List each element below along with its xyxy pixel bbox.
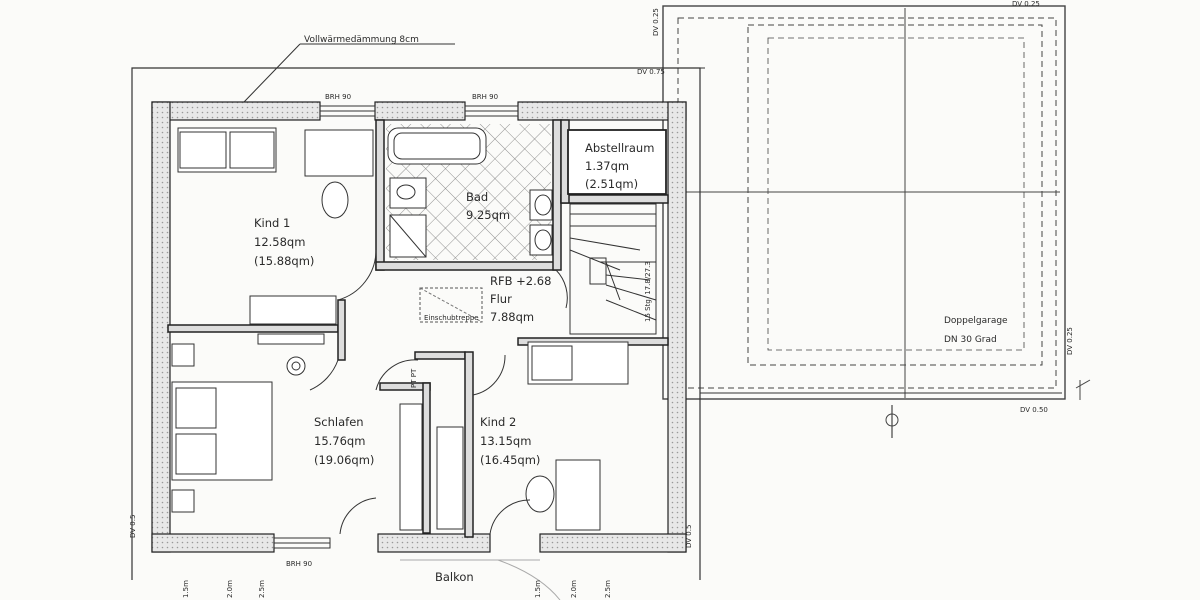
kind1-furniture xyxy=(177,127,374,345)
kind1-area-alt: (15.88qm) xyxy=(254,254,314,268)
garage xyxy=(662,5,1091,438)
dim-4: 1.5m xyxy=(534,580,542,598)
abstellraum-area-alt: (2.51qm) xyxy=(585,177,638,191)
staircase xyxy=(569,203,657,335)
bad-name: Bad xyxy=(466,190,488,204)
schlafen-furniture xyxy=(171,343,464,531)
dim-5: 2.0m xyxy=(570,580,578,598)
dim-3: 2.5m xyxy=(258,580,266,598)
window-label-3: BRH 90 xyxy=(286,560,312,568)
house-outline xyxy=(131,67,1062,580)
doors xyxy=(309,249,568,535)
attic-hatch-cross xyxy=(419,287,483,323)
flur-area: 7.88qm xyxy=(490,310,534,324)
windows xyxy=(273,105,519,549)
attic-hatch xyxy=(419,287,483,323)
exterior-walls xyxy=(151,101,687,553)
garage-name: Doppelgarage xyxy=(944,316,1008,326)
stairs-label: 15 Stg. 17.8/27.3 xyxy=(644,261,652,322)
dv-mid: DV 0.75 xyxy=(637,68,665,76)
kind2-name: Kind 2 xyxy=(480,415,516,429)
balkon-name: Balkon xyxy=(435,570,474,584)
dv-right-v: DV 0.25 xyxy=(1066,327,1074,355)
schlafen-area: 15.76qm xyxy=(314,434,365,448)
window-label-2: BRH 90 xyxy=(472,93,498,101)
insulation-leader xyxy=(243,43,455,103)
bath-fixtures xyxy=(387,127,553,258)
kind2-area-alt: (16.45qm) xyxy=(480,453,540,467)
dv-garage-bottom: DV 0.50 xyxy=(1020,406,1048,414)
flur-name: Flur xyxy=(490,292,512,306)
balcony xyxy=(400,559,561,600)
window-label-1: BRH 90 xyxy=(325,93,351,101)
kind2-furniture xyxy=(525,341,629,531)
insulation-label: Vollwärmedämmung 8cm xyxy=(304,35,419,45)
abstellraum-area: 1.37qm xyxy=(585,159,629,173)
pt-label: PT PT xyxy=(410,368,418,388)
dim-6: 2.5m xyxy=(604,580,612,598)
dv-top: DV 0.25 xyxy=(1012,0,1040,8)
dv-top-left-v: DV 0.25 xyxy=(652,8,660,36)
storage-room-box xyxy=(567,129,667,195)
schlafen-name: Schlafen xyxy=(314,415,364,429)
dv-left-v: DV 0.5 xyxy=(129,515,137,538)
kind1-area: 12.58qm xyxy=(254,235,305,249)
dim-2: 2.0m xyxy=(226,580,234,598)
bad-area: 9.25qm xyxy=(466,208,510,222)
abstellraum-name: Abstellraum xyxy=(585,141,654,155)
kind1-name: Kind 1 xyxy=(254,216,290,230)
dv-right-house-v: DV 0.5 xyxy=(685,525,693,548)
flur-rfb: RFB +2.68 xyxy=(490,274,551,288)
schlafen-area-alt: (19.06qm) xyxy=(314,453,374,467)
attic-hatch-label: Einschubtreppe xyxy=(424,314,479,322)
dim-1: 1.5m xyxy=(182,580,190,598)
kind2-area: 13.15qm xyxy=(480,434,531,448)
garage-roof: DN 30 Grad xyxy=(944,335,997,345)
